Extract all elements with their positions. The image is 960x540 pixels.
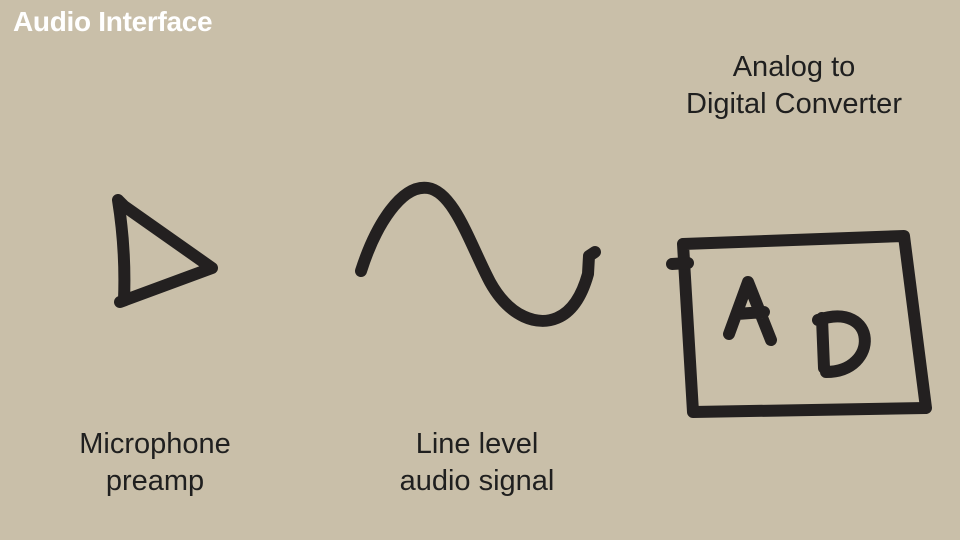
- preamp-label: Microphone preamp: [40, 426, 270, 500]
- amplifier-triangle-icon: [112, 194, 218, 308]
- preamp-label-line1: Microphone: [79, 428, 231, 460]
- sine-wave-icon: [355, 181, 601, 327]
- adc-label-line2: Digital Converter: [686, 88, 902, 120]
- adc-label-line1: Analog to: [732, 51, 856, 83]
- slide-title: Audio Interface: [13, 6, 213, 37]
- ad-converter-box-icon: [666, 230, 932, 418]
- adc-label: Analog to Digital Converter: [664, 49, 924, 123]
- line-signal-label-line1: Line level: [415, 428, 539, 460]
- line-signal-label-line2: audio signal: [399, 465, 555, 497]
- line-signal-label: Line level audio signal: [352, 426, 602, 500]
- preamp-label-line2: preamp: [105, 465, 205, 497]
